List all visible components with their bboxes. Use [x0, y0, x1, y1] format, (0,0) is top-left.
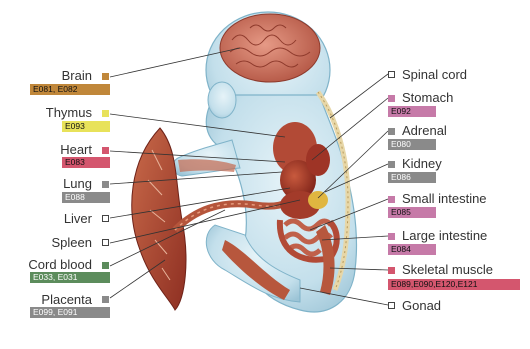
thymus-code: E093	[62, 121, 110, 132]
heart-code: E083	[62, 157, 110, 168]
lung-label: Lung	[63, 176, 92, 191]
heart-marker	[102, 147, 109, 154]
gonad-marker	[388, 302, 395, 309]
large-intestine-label: Large intestine	[402, 228, 487, 243]
stomach-label: Stomach	[402, 90, 453, 105]
spleen-marker	[102, 239, 109, 246]
placenta-code: E099, E091	[30, 307, 110, 318]
cord-blood-label: Cord blood	[28, 257, 92, 272]
skeletal-muscle-marker	[388, 267, 395, 274]
placenta-marker	[102, 296, 109, 303]
brain-marker	[102, 73, 109, 80]
small-intestine-label: Small intestine	[402, 191, 487, 206]
skeletal-muscle-label: Skeletal muscle	[402, 262, 493, 277]
lung-marker	[102, 181, 109, 188]
thymus-label: Thymus	[46, 105, 92, 120]
spleen-label: Spleen	[52, 235, 92, 250]
large-intestine-marker	[388, 233, 395, 240]
kidney-marker	[388, 161, 395, 168]
adrenal-code: E080	[388, 139, 436, 150]
gonad-label: Gonad	[402, 298, 441, 313]
cord-blood-marker	[102, 262, 109, 269]
cord-blood-code: E033, E031	[30, 272, 110, 283]
kidney-label: Kidney	[402, 156, 442, 171]
small-intestine-marker	[388, 196, 395, 203]
large-intestine-code: E084	[388, 244, 436, 255]
heart-label: Heart	[60, 142, 92, 157]
stomach-marker	[388, 95, 395, 102]
skeletal-muscle-code: E089,E090,E120,E121	[388, 279, 520, 290]
adrenal-label: Adrenal	[402, 123, 447, 138]
thymus-marker	[102, 110, 109, 117]
brain-organ	[220, 14, 320, 82]
placenta-label: Placenta	[41, 292, 92, 307]
brain-label: Brain	[62, 68, 92, 83]
lung-code: E088	[62, 192, 110, 203]
adrenal-marker	[388, 128, 395, 135]
liver-marker	[102, 215, 109, 222]
brain-code: E081, E082	[30, 84, 110, 95]
stomach-code: E092	[388, 106, 436, 117]
liver-label: Liver	[64, 211, 92, 226]
spinal-cord-label: Spinal cord	[402, 67, 467, 82]
spinal-cord-marker	[388, 71, 395, 78]
small-intestine-code: E085	[388, 207, 436, 218]
kidney-code: E086	[388, 172, 436, 183]
